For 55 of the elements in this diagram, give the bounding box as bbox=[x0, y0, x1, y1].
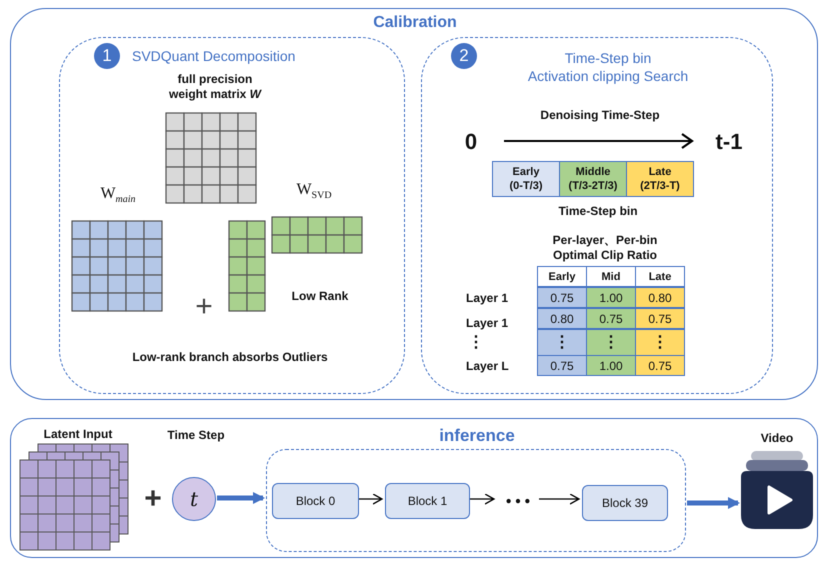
section-title: Calibration bbox=[372, 13, 458, 33]
panel-title: SVDQuant Decomposition bbox=[132, 47, 296, 66]
table-cell: ⋮ bbox=[635, 329, 685, 356]
table-cell: 0.75 bbox=[537, 287, 587, 308]
ellipsis-dots: • • • bbox=[504, 492, 532, 512]
table-header: Late bbox=[635, 266, 685, 287]
arrow bbox=[687, 497, 740, 509]
table-cell: 0.75 bbox=[635, 308, 685, 329]
arrow bbox=[217, 492, 265, 504]
block-box: Block 0 bbox=[272, 483, 359, 519]
axis-label: t-1 bbox=[714, 128, 744, 156]
row-label: Layer 1 bbox=[466, 314, 510, 332]
table-cell: 0.75 bbox=[586, 308, 636, 329]
table-header: Early bbox=[537, 266, 587, 287]
table-cell: 1.00 bbox=[586, 355, 636, 376]
matrix-label: W$_{SVD}$ bbox=[295, 180, 333, 202]
panel-title: Time-Step bin Activation clipping Search bbox=[526, 49, 690, 86]
matrix-label: W$_{main}$ bbox=[99, 184, 137, 206]
block-box: Block 1 bbox=[385, 483, 470, 519]
table-cell: 1.00 bbox=[586, 287, 636, 308]
table-cell: 0.75 bbox=[635, 355, 685, 376]
ellipsis: ⋮ bbox=[467, 332, 485, 352]
input-label: Latent Input bbox=[42, 426, 114, 443]
row-label: Layer 1 bbox=[466, 290, 510, 306]
table-cell: 0.75 bbox=[537, 355, 587, 376]
table-title: Per-layer、Per-bin Optimal Clip Ratio bbox=[552, 232, 658, 264]
bin-cell: Late (2T/3-T) bbox=[626, 161, 694, 197]
matrix-caption: Low Rank bbox=[290, 288, 350, 304]
axis-title: Denoising Time-Step bbox=[539, 106, 661, 124]
section-title: inference bbox=[438, 425, 516, 447]
step-number-badge: 2 bbox=[451, 43, 477, 69]
time-step-circle: t bbox=[172, 477, 216, 521]
caption: Time-Step bin bbox=[557, 202, 639, 220]
bin-cell: Middle (T/3-2T/3) bbox=[559, 161, 627, 197]
block-box: Block 39 bbox=[582, 485, 668, 521]
arrow bbox=[470, 493, 495, 505]
bin-cell: Early (0-T/3) bbox=[492, 161, 560, 197]
table-header: Mid bbox=[586, 266, 636, 287]
table-cell: ⋮ bbox=[537, 329, 587, 356]
plus-sign: + bbox=[143, 482, 163, 512]
plus-sign: + bbox=[194, 290, 214, 320]
table-cell: 0.80 bbox=[537, 308, 587, 329]
step-number-badge: 1 bbox=[94, 43, 120, 69]
output-label: Video bbox=[760, 430, 794, 447]
input-label: Time Step bbox=[166, 427, 226, 444]
pipeline-panel bbox=[10, 418, 818, 558]
arrow bbox=[359, 493, 383, 505]
axis-label: 0 bbox=[464, 128, 478, 156]
table-cell: ⋮ bbox=[586, 329, 636, 356]
row-label: Layer L bbox=[466, 358, 510, 374]
arrow bbox=[539, 493, 580, 505]
step-panel bbox=[59, 37, 405, 394]
table-cell: 0.80 bbox=[635, 287, 685, 308]
caption: Low-rank branch absorbs Outliers bbox=[131, 348, 329, 366]
matrix-caption: full precision weight matrix W bbox=[168, 71, 263, 103]
